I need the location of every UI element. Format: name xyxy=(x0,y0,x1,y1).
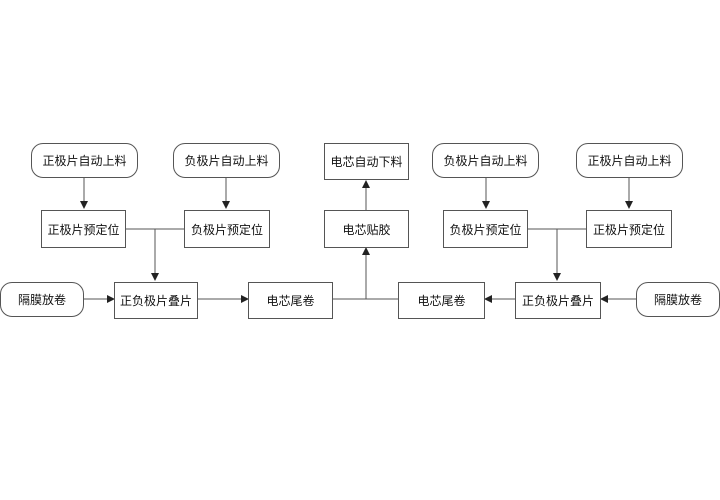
node-right-positive-prelocate: 正极片预定位 xyxy=(586,210,672,248)
node-left-negative-auto-load: 负极片自动上料 xyxy=(173,143,280,178)
node-right-negative-prelocate: 负极片预定位 xyxy=(443,210,528,248)
node-left-positive-prelocate: 正极片预定位 xyxy=(41,210,126,248)
node-left-positive-auto-load: 正极片自动上料 xyxy=(31,143,138,178)
node-left-separator-unwind: 隔膜放卷 xyxy=(0,282,84,317)
node-cell-taping: 电芯贴胶 xyxy=(324,210,409,248)
node-right-cell-tail-winding: 电芯尾卷 xyxy=(398,282,485,319)
node-left-cell-tail-winding: 电芯尾卷 xyxy=(248,282,333,319)
node-cell-auto-unload: 电芯自动下料 xyxy=(324,143,409,180)
node-left-electrode-stacking: 正负极片叠片 xyxy=(114,282,198,319)
node-right-electrode-stacking: 正负极片叠片 xyxy=(515,282,601,319)
node-right-negative-auto-load: 负极片自动上料 xyxy=(432,143,539,178)
node-right-positive-auto-load: 正极片自动上料 xyxy=(576,143,683,178)
node-right-separator-unwind: 隔膜放卷 xyxy=(636,282,720,317)
node-left-negative-prelocate: 负极片预定位 xyxy=(184,210,270,248)
